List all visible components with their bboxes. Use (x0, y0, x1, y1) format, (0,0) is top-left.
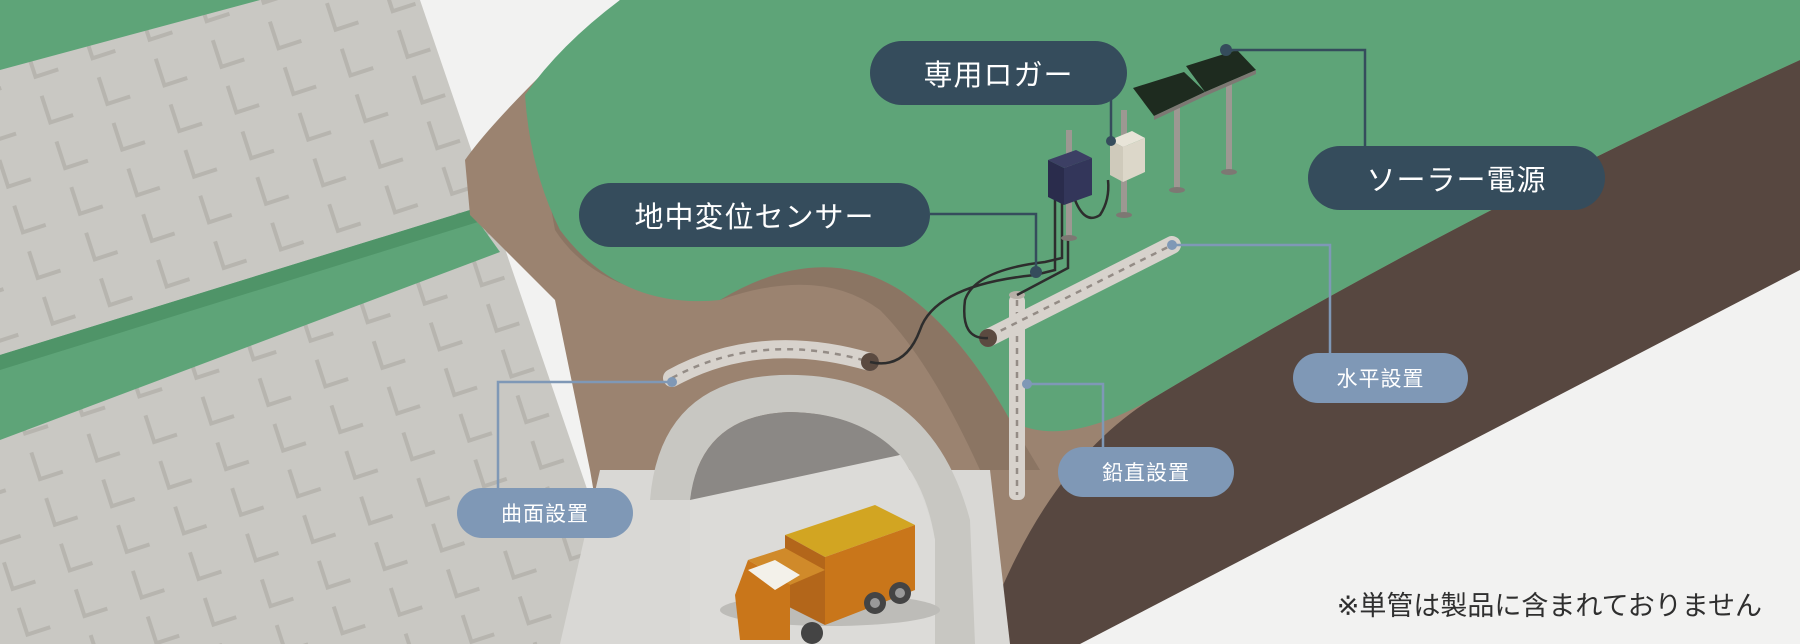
solar-panels (1133, 50, 1256, 193)
logger-label: 専用ロガー (870, 41, 1127, 105)
curved-installation-label: 曲面設置 (457, 488, 633, 538)
retaining-wall (0, 0, 640, 644)
road-shoulder (1080, 270, 1800, 644)
truck (720, 505, 940, 644)
ground-displacement-sensor-label: 地中変位センサー (579, 183, 930, 247)
leader-lines (496, 44, 1367, 490)
logger-device (1048, 130, 1092, 241)
solar-power-label: ソーラー電源 (1308, 146, 1605, 210)
power-box (1110, 110, 1145, 218)
horizontal-installation-label: 水平設置 (1293, 353, 1468, 403)
footnote: ※単管は製品に含まれておりません (1336, 591, 1762, 622)
grass-surface (525, 0, 1800, 432)
sensor-cables (869, 179, 1110, 365)
vertical-installation-label: 鉛直設置 (1058, 447, 1234, 497)
